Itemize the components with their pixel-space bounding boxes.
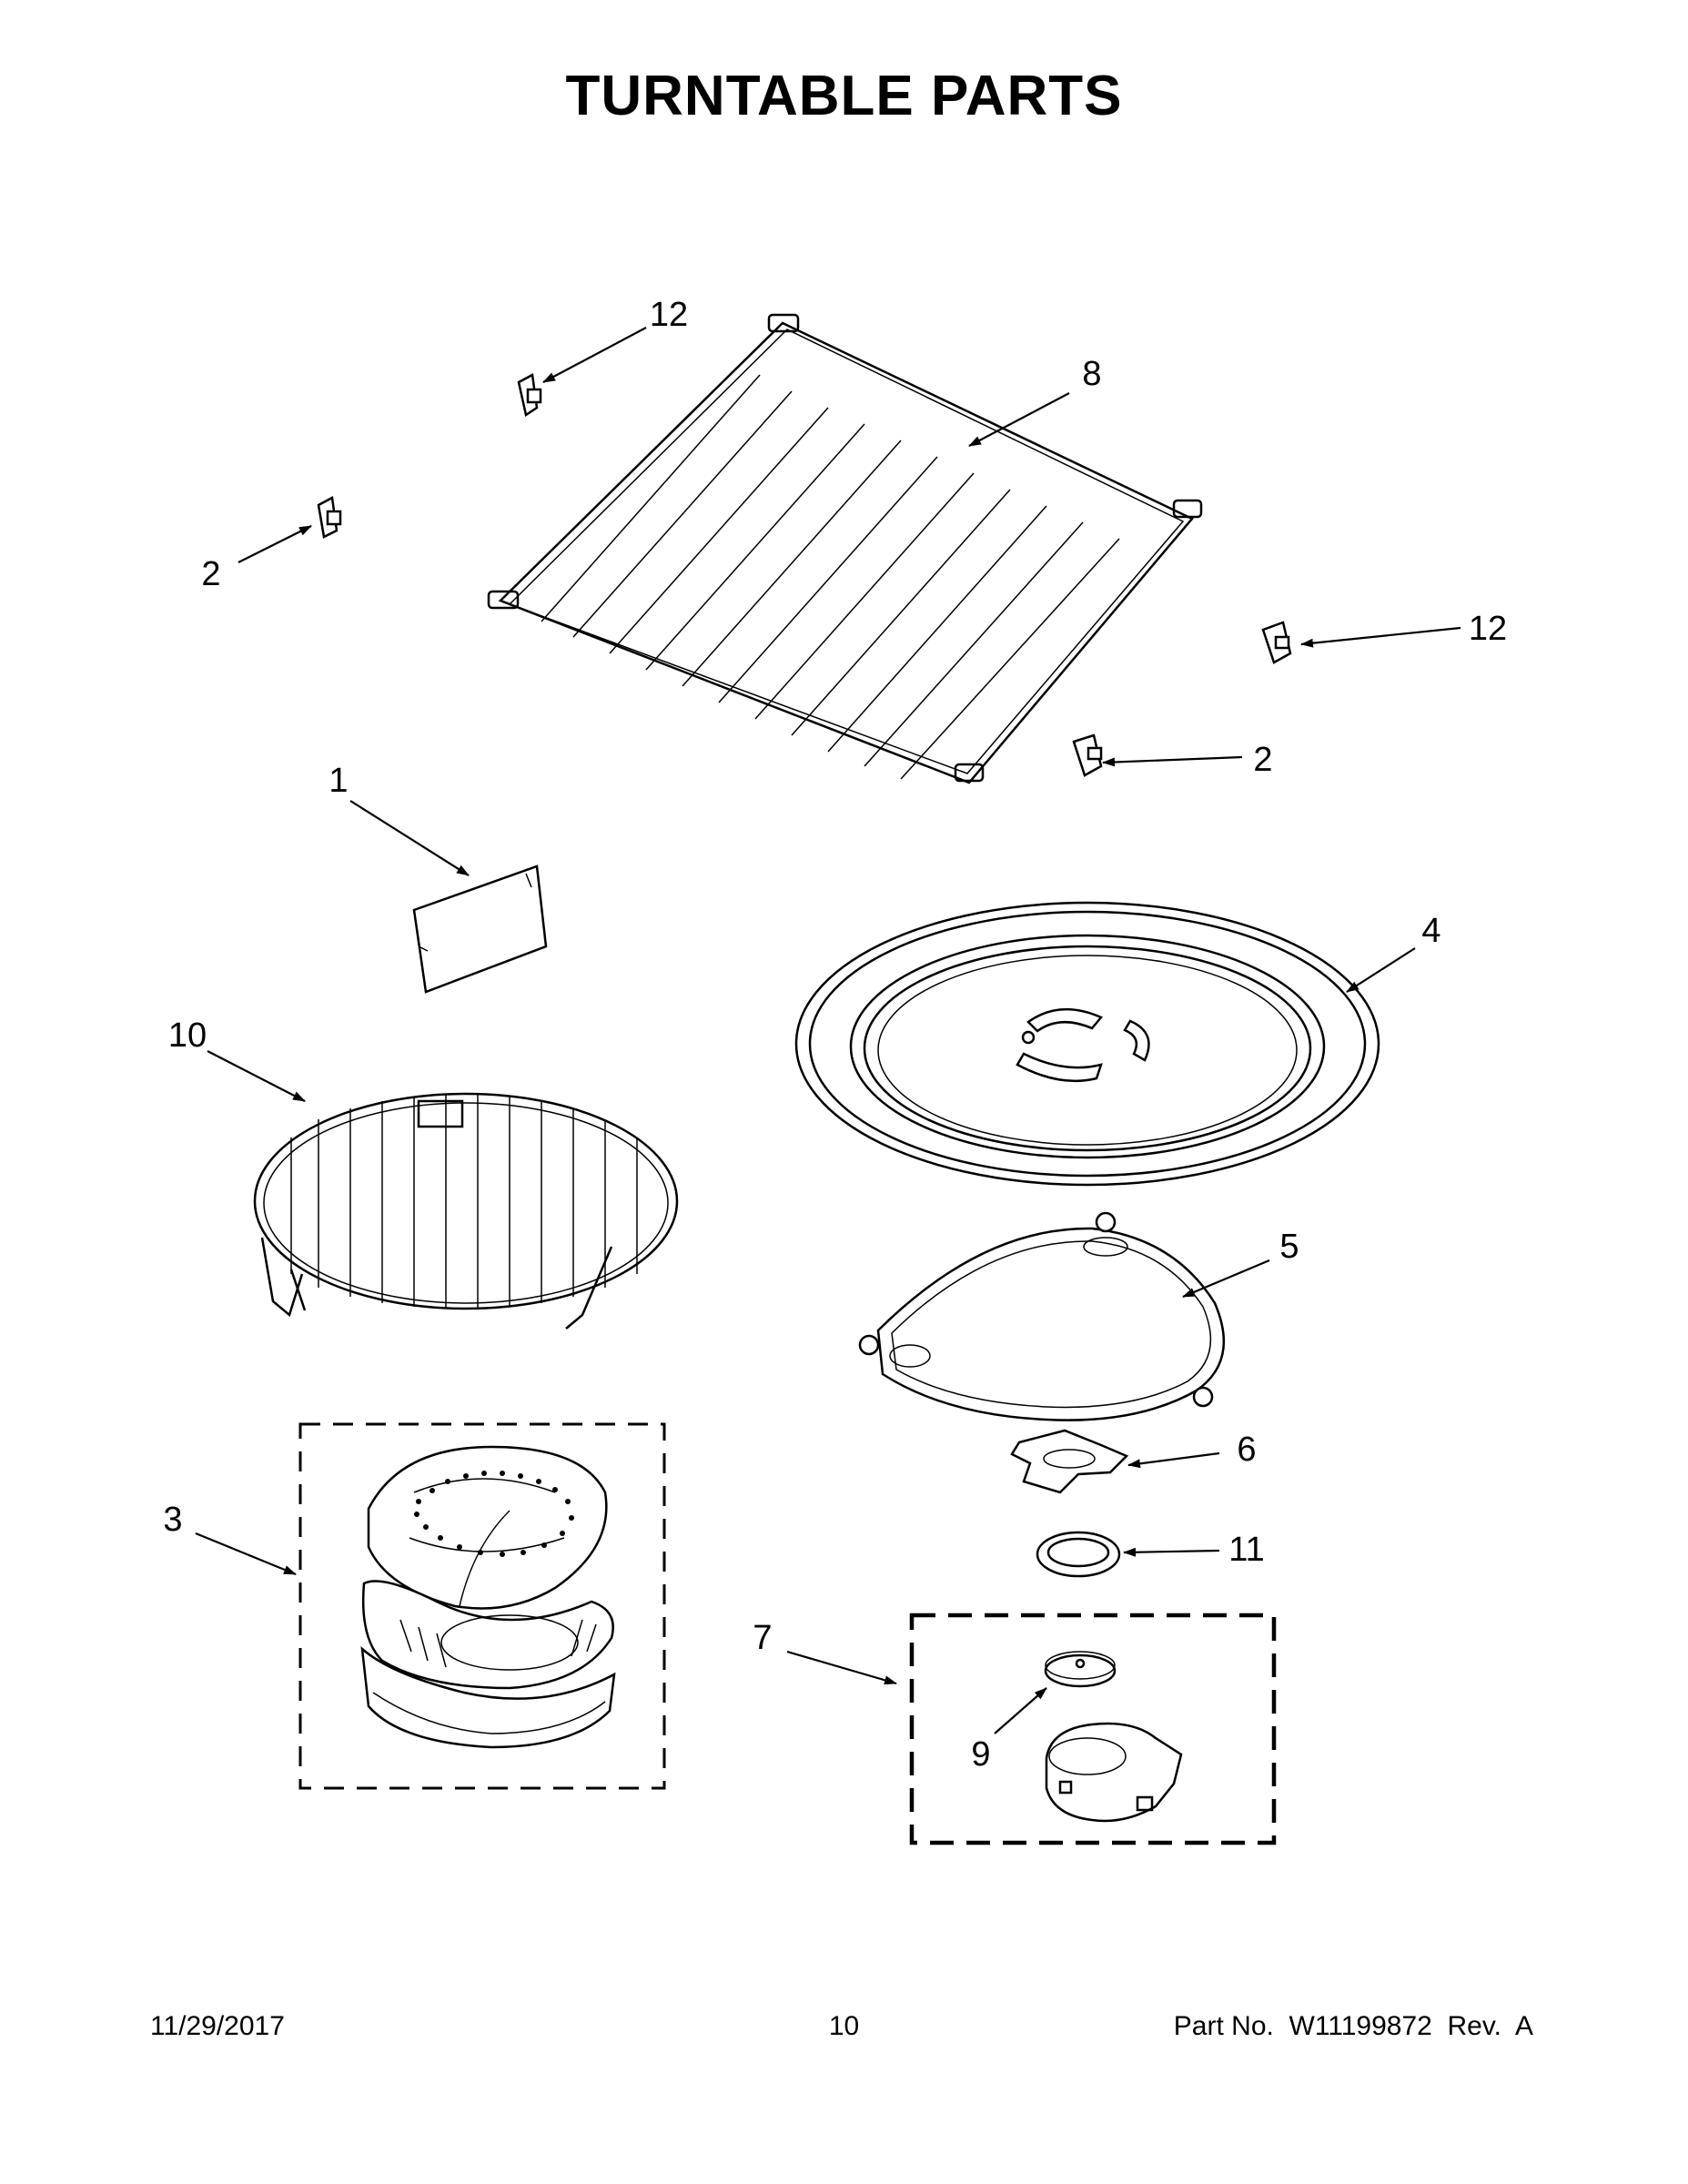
- clip-part-2-right: [1072, 733, 1103, 777]
- clip-part-12-left: [517, 373, 542, 418]
- round-rack-part-10: [253, 1092, 679, 1330]
- turntable-motor: [1045, 1722, 1183, 1823]
- callout-5: 5: [1279, 1228, 1299, 1266]
- coupler-part-6: [1010, 1429, 1129, 1494]
- callout-7: 7: [753, 1619, 772, 1657]
- callout-2-right: 2: [1253, 741, 1272, 779]
- footer-part-number: Part No. W11199872 Rev. A: [1173, 2011, 1533, 2041]
- callout-6: 6: [1237, 1431, 1256, 1469]
- roller-guide-part-5: [858, 1211, 1226, 1421]
- steamer-assembly-box-part-3: [298, 1422, 666, 1790]
- page-title: TURNTABLE PARTS: [565, 65, 1123, 127]
- footer-page-number: 10: [828, 2011, 860, 2041]
- clip-part-12-right: [1261, 621, 1292, 664]
- turntable-tray-part-4: [794, 901, 1380, 1187]
- callout-3: 3: [163, 1501, 182, 1539]
- callout-labels: 12 8 2 12 2 1 4 10 5 6 3 11 7 9: [163, 296, 1507, 1774]
- callout-10: 10: [168, 1016, 207, 1055]
- ring-part-11: [1036, 1531, 1121, 1578]
- callout-8: 8: [1082, 355, 1101, 393]
- motor-assembly-box-part-7: [909, 1613, 1277, 1845]
- motor-plate-part-9: [1044, 1651, 1117, 1688]
- footer-date: 11/29/2017: [150, 2011, 285, 2041]
- leader-lines: [195, 327, 1461, 1734]
- wire-rack-part-8: [487, 313, 1203, 784]
- callout-2-left: 2: [201, 555, 220, 593]
- callout-1: 1: [329, 762, 348, 800]
- clip-part-2-left: [317, 496, 342, 539]
- steamer-assembly: [360, 1445, 616, 1749]
- callout-12-top: 12: [650, 296, 688, 334]
- callout-4: 4: [1421, 912, 1440, 950]
- callout-9: 9: [971, 1735, 990, 1774]
- waveguide-cover-part-1: [412, 864, 548, 994]
- callout-11: 11: [1228, 1531, 1264, 1569]
- callout-12-right: 12: [1469, 610, 1507, 648]
